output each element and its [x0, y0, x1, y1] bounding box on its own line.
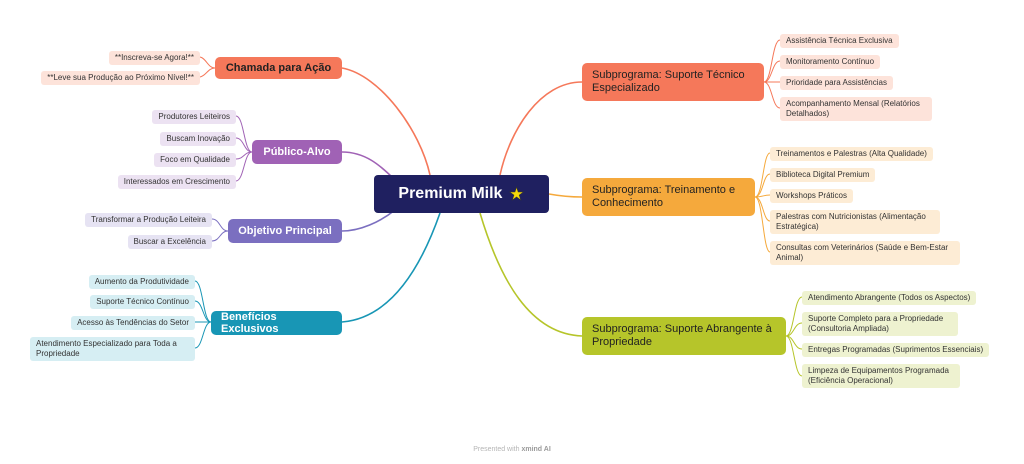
branch-suporte-tecnico[interactable]: Subprograma: Suporte Técnico Especializa… — [582, 63, 764, 101]
leaf-item[interactable]: Consultas com Veterinários (Saúde e Bem-… — [770, 241, 960, 265]
branch-suporte-abrangente[interactable]: Subprograma: Suporte Abrangente à Propri… — [582, 317, 786, 355]
leaf-item[interactable]: Atendimento Abrangente (Todos os Aspecto… — [802, 291, 977, 305]
leaf-item[interactable]: Transformar a Produção Leiteira — [85, 213, 212, 227]
leaf-item[interactable]: Assistência Técnica Exclusiva — [780, 34, 899, 48]
leaf-item[interactable]: Buscam Inovação — [160, 132, 236, 146]
leaf-item[interactable]: Suporte Técnico Contínuo — [90, 295, 195, 309]
leaf-item[interactable]: Workshops Práticos — [770, 189, 853, 203]
branch-label: Subprograma: Suporte Abrangente à Propri… — [592, 323, 772, 348]
leaf-item[interactable]: Treinamentos e Palestras (Alta Qualidade… — [770, 147, 933, 161]
leaf-item[interactable]: Biblioteca Digital Premium — [770, 168, 876, 182]
branch-label: Benefícios Exclusivos — [221, 311, 279, 335]
central-topic[interactable]: Premium Milk ★ — [374, 175, 549, 213]
branch-label: Chamada para Ação — [225, 62, 332, 74]
leaf-item[interactable]: Aumento da Produtividade — [88, 275, 195, 289]
leaf-item[interactable]: Prioridade para Assistências — [780, 76, 893, 90]
branch-label: Subprograma: Suporte Técnico Especializa… — [592, 69, 745, 94]
branch-treinamento[interactable]: Subprograma: Treinamento e Conhecimento — [582, 178, 755, 216]
central-title: Premium Milk — [398, 185, 503, 202]
leaf-item[interactable]: Atendimento Especializado para Toda a Pr… — [30, 337, 195, 361]
branch-publico-alvo[interactable]: Público-Alvo — [252, 140, 342, 164]
leaf-item[interactable]: Interessados em Crescimento — [117, 175, 236, 189]
leaf-item[interactable]: **Inscreva-se Agora!** — [108, 51, 200, 65]
leaf-item[interactable]: Acompanhamento Mensal (Relatórios Detalh… — [780, 97, 932, 121]
leaf-item[interactable]: Foco em Qualidade — [154, 153, 236, 167]
branch-label: Subprograma: Treinamento e Conhecimento — [592, 184, 736, 209]
leaf-item[interactable]: Suporte Completo para a Propriedade (Con… — [802, 312, 958, 336]
footer-brand: xmind AI — [521, 446, 551, 453]
footer-prefix: Presented with — [473, 446, 520, 453]
leaf-item[interactable]: Palestras com Nutricionistas (Alimentaçã… — [770, 210, 940, 234]
branch-objetivo-principal[interactable]: Objetivo Principal — [228, 219, 342, 243]
leaf-item[interactable]: Entregas Programadas (Suprimentos Essenc… — [802, 343, 990, 357]
leaf-item[interactable]: Acesso às Tendências do Setor — [71, 316, 195, 330]
leaf-item[interactable]: Produtores Leiteiros — [152, 110, 236, 124]
leaf-item[interactable]: Limpeza de Equipamentos Programada (Efic… — [802, 364, 960, 388]
star-icon: ★ — [508, 183, 525, 204]
branch-chamada-para-acao[interactable]: Chamada para Ação — [215, 57, 342, 79]
footer-attribution: Presented with xmind AI — [0, 446, 1024, 453]
branch-label: Público-Alvo — [263, 146, 331, 158]
leaf-item[interactable]: Monitoramento Contínuo — [780, 55, 881, 69]
branch-label: Objetivo Principal — [238, 225, 332, 237]
leaf-item[interactable]: **Leve sua Produção ao Próximo Nível!** — [41, 71, 200, 85]
branch-beneficios-exclusivos[interactable]: Benefícios Exclusivos — [211, 311, 342, 335]
leaf-item[interactable]: Buscar a Excelência — [127, 235, 212, 249]
